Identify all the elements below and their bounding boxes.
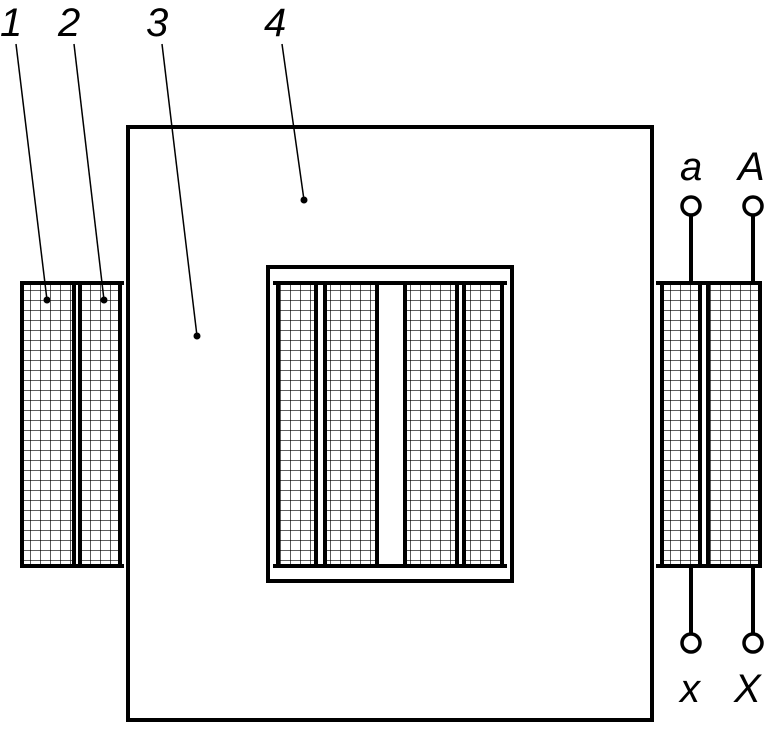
leader-line-2 — [73, 43, 105, 301]
leader-lines — [15, 43, 308, 340]
window-winding-2 — [323, 281, 379, 568]
terminal-A-circle — [742, 195, 764, 217]
winding-outer-right — [706, 281, 762, 568]
winding-inner-left — [78, 281, 122, 568]
label-terminal-x: x — [678, 667, 702, 711]
terminal-leads — [680, 195, 764, 654]
leader-dot-4 — [300, 196, 308, 204]
terminal-x-circle — [680, 632, 702, 654]
terminal-X-circle — [742, 632, 764, 654]
leader-line-1 — [15, 43, 48, 301]
labels: 1 2 3 4 a A x X — [0, 1, 765, 711]
magnetic-core — [126, 125, 654, 722]
label-terminal-a: a — [680, 145, 702, 189]
window-winding-4 — [462, 281, 504, 568]
leader-dot-1 — [43, 296, 51, 304]
winding-outer-left — [20, 281, 76, 568]
label-terminal-X: X — [733, 667, 762, 711]
label-3: 3 — [146, 1, 168, 45]
label-2: 2 — [57, 1, 80, 45]
window-windings — [273, 281, 507, 568]
window-winding-3 — [403, 281, 459, 568]
leader-line-3 — [161, 43, 198, 337]
left-windings — [20, 281, 124, 568]
label-1: 1 — [0, 1, 22, 45]
right-windings — [656, 281, 762, 568]
terminal-a-circle — [680, 195, 702, 217]
label-terminal-A: A — [736, 145, 765, 189]
label-4: 4 — [264, 1, 286, 45]
leader-dot-3 — [193, 332, 201, 340]
winding-inner-right — [660, 281, 702, 568]
leader-line-4 — [281, 43, 305, 201]
leader-dot-2 — [100, 296, 108, 304]
window-winding-1 — [276, 281, 318, 568]
